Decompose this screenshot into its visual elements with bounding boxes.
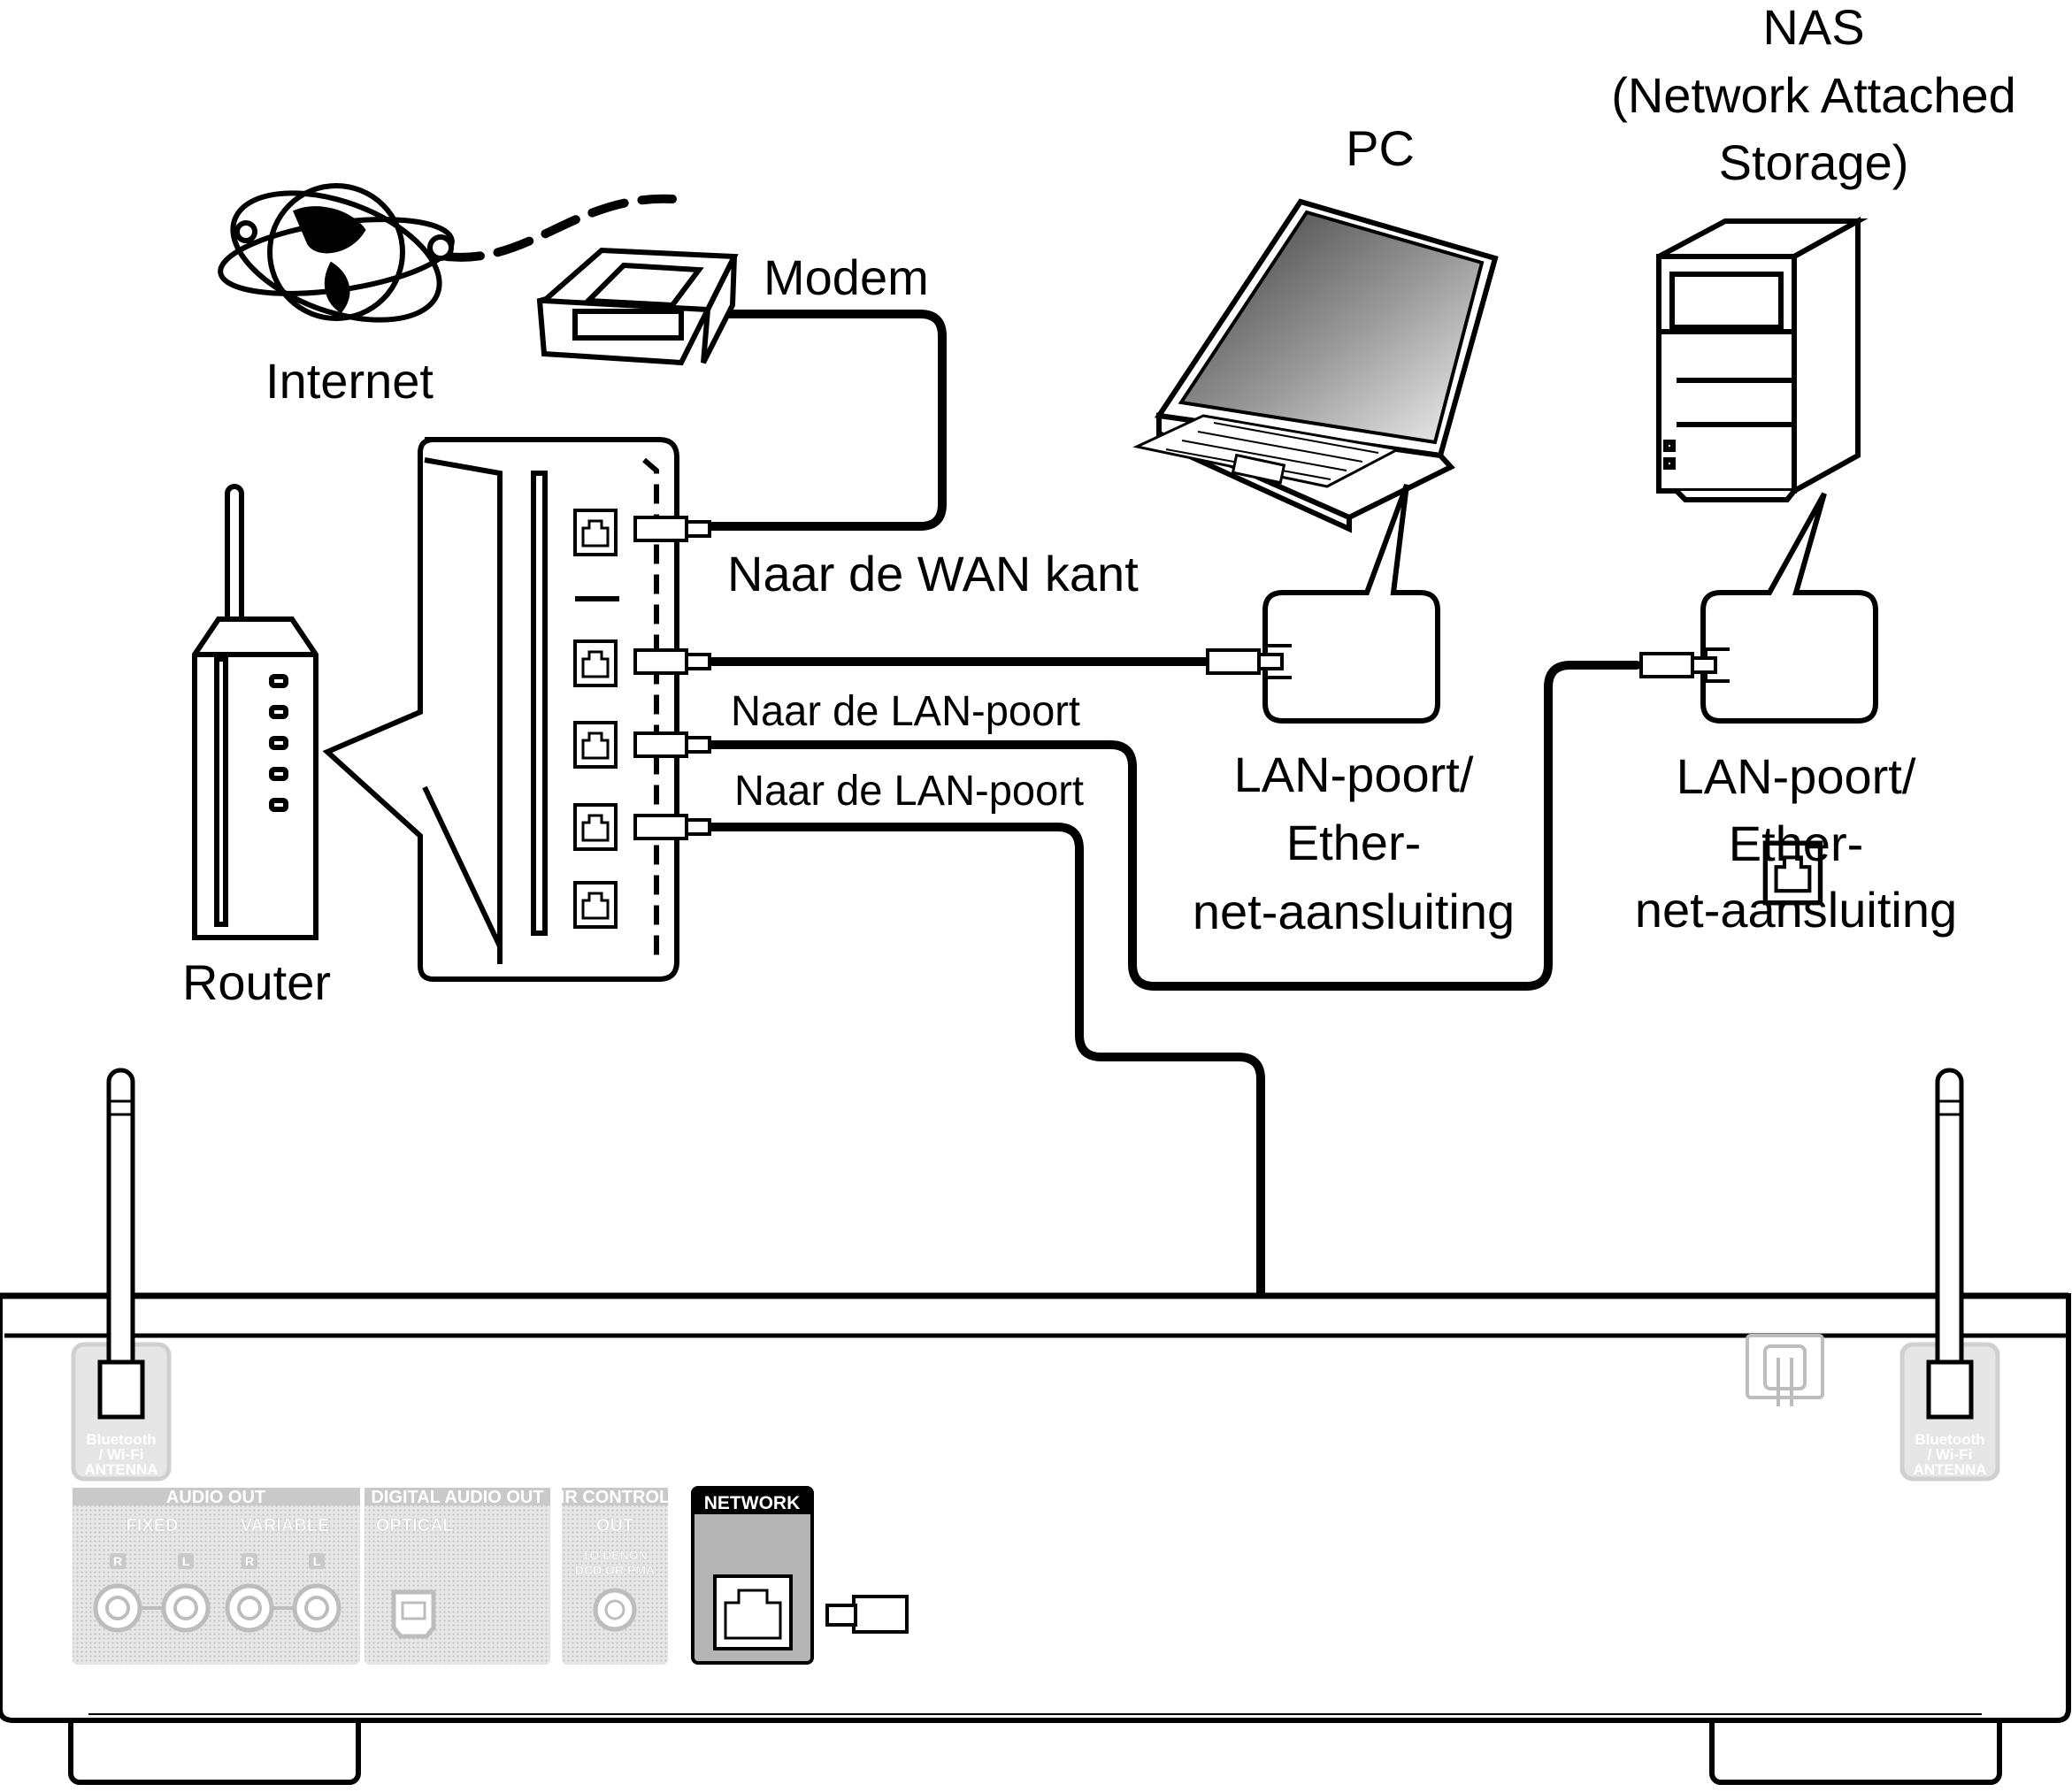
left-antenna-label-3: ANTENNA	[84, 1461, 157, 1478]
modem-router-wan-cable	[699, 310, 947, 531]
ir-to-label-2: DCD OR PMA	[575, 1563, 655, 1577]
pc-cable-plug	[1206, 644, 1292, 679]
right-antenna-label-2: / Wi-Fi	[1928, 1446, 1973, 1463]
variable-l-label: L	[313, 1554, 321, 1568]
right-antenna-icon	[1899, 1068, 2000, 1482]
wan-side-label: Naar de WAN kant	[727, 546, 1139, 601]
left-antenna-label-1: Bluetooth	[86, 1431, 156, 1448]
nas-title-line2: (Network Attached	[1611, 67, 2016, 123]
pc-port-label-line1: LAN-poort/	[1234, 747, 1474, 802]
digital-audio-out-block	[365, 1488, 550, 1665]
router-nas-cable	[708, 661, 1641, 991]
internet-modem-wireless-link	[442, 194, 677, 262]
nas-title-line3: Storage)	[1719, 134, 1909, 190]
fixed-label: FIXED	[127, 1516, 179, 1535]
router-label: Router	[182, 954, 331, 1010]
nas-port-label-line1: LAN-poort/	[1677, 748, 1916, 804]
right-antenna-label-1: Bluetooth	[1915, 1431, 1984, 1448]
left-antenna-label-2: / Wi-Fi	[99, 1446, 144, 1463]
pc-port-callout	[1262, 483, 1440, 724]
pc-port-label-line2: Ether-	[1286, 815, 1422, 870]
audio-out-block	[73, 1488, 360, 1665]
internet-globe-icon	[218, 183, 455, 323]
nas-port-label-line3: net-aansluiting	[1635, 882, 1957, 938]
network-label: NETWORK	[704, 1493, 801, 1513]
power-inlet-icon	[1746, 1334, 1824, 1406]
digital-audio-out-label: DIGITAL AUDIO OUT	[371, 1488, 543, 1507]
ir-control-label: IR CONTROL	[560, 1488, 670, 1507]
modem-icon	[536, 247, 739, 366]
optical-label: OPTICAL	[376, 1516, 454, 1535]
lan-port-label-2: Naar de LAN-poort	[734, 768, 1084, 815]
ir-control-block	[562, 1488, 668, 1665]
internet-label: Internet	[265, 353, 434, 409]
pc-title: PC	[1346, 120, 1415, 176]
audio-out-label: AUDIO OUT	[166, 1488, 265, 1507]
fixed-l-label: L	[182, 1554, 190, 1568]
router-port-callout	[322, 437, 679, 982]
ir-out-label: OUT	[596, 1516, 633, 1535]
modem-label: Modem	[764, 249, 929, 305]
laptop-icon	[1132, 198, 1499, 533]
lan-port-label-1: Naar de LAN-poort	[731, 688, 1080, 735]
nas-port-label-line2: Ether-	[1729, 816, 1864, 871]
ir-to-label-1: TO DENON	[582, 1548, 648, 1562]
nas-port-callout	[1700, 492, 1878, 724]
variable-label: VARIABLE	[241, 1516, 330, 1535]
nas-icon	[1656, 216, 1869, 502]
pc-port-label-line3: net-aansluiting	[1193, 884, 1515, 939]
variable-r-label: R	[245, 1554, 254, 1568]
fixed-r-label: R	[113, 1554, 122, 1568]
nas-cable-plug	[1639, 647, 1730, 683]
player-cable-plug	[825, 1595, 909, 1634]
router-icon	[192, 484, 318, 940]
nas-title-line1: NAS	[1762, 0, 1864, 55]
left-antenna-icon	[71, 1068, 172, 1482]
network-port-block	[691, 1486, 814, 1665]
right-antenna-label-3: ANTENNA	[1913, 1461, 1986, 1478]
